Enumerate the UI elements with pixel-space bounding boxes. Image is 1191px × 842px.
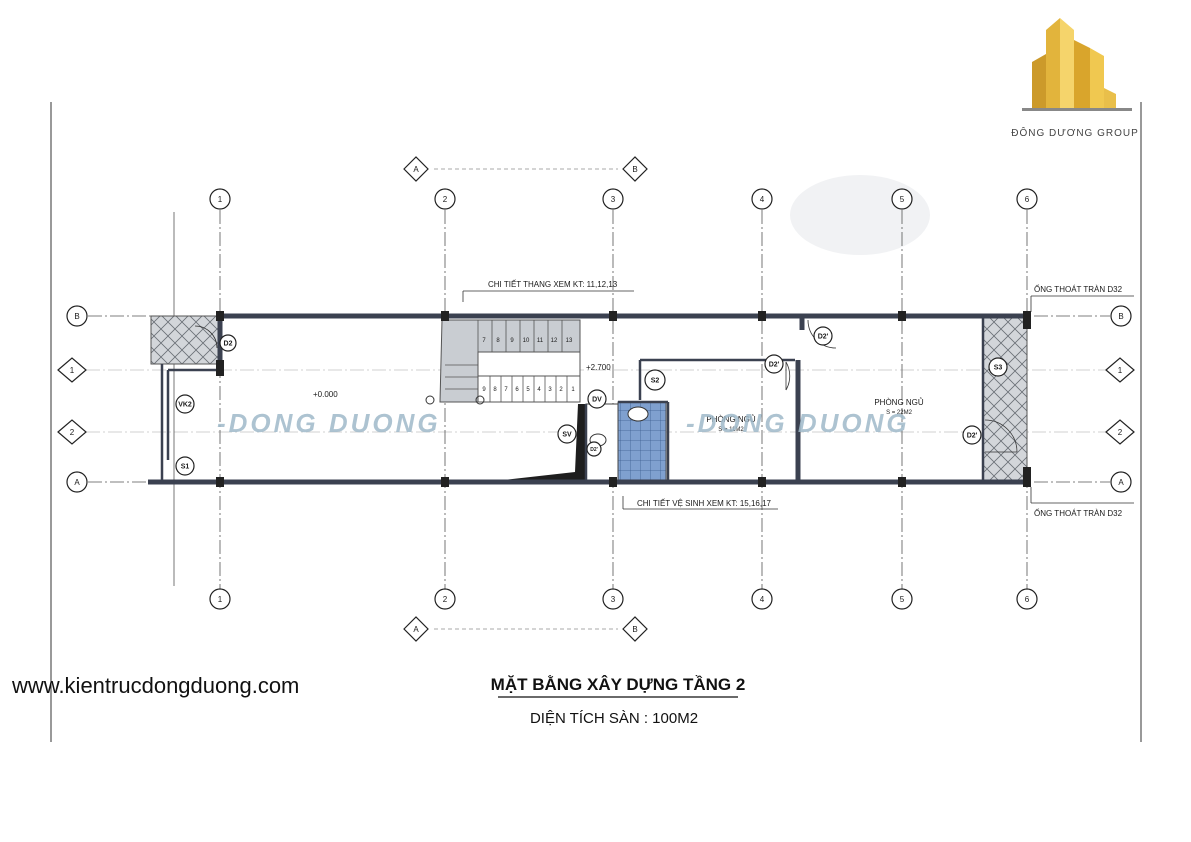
- stair-step-number: 3: [548, 387, 552, 393]
- svg-text:D2': D2': [818, 334, 829, 341]
- room-area-bedroom-1: S = 11M2: [718, 427, 744, 433]
- scan-smudge: [790, 175, 930, 255]
- grid-col-label: 4: [760, 195, 765, 204]
- stair-step-number: 8: [493, 387, 497, 393]
- stair-step-number: 4: [537, 387, 541, 393]
- right-balcony-hatch: [982, 315, 1028, 483]
- stair-step-number: 1: [571, 387, 575, 393]
- grid-col-label: 3: [611, 595, 616, 604]
- landing-level: +2.700: [586, 363, 611, 372]
- sink-icon: [627, 406, 649, 422]
- svg-text:B: B: [632, 165, 637, 174]
- stair-detail-note: CHI TIẾT THANG XEM KT: 11,12,13: [488, 279, 618, 289]
- stair-step-number: 5: [526, 387, 530, 393]
- walls: [148, 313, 1030, 485]
- detail-notes: CHI TIẾT THANG XEM KT: 11,12,13 CHI TIẾT…: [462, 279, 1134, 518]
- row-bubbles-left: B A 1 2: [57, 305, 88, 493]
- drain-note-top: ỐNG THOÁT TRÀN D32: [1034, 284, 1123, 294]
- stair-step-number: 8: [496, 338, 500, 344]
- stair-step-number: 11: [537, 338, 544, 344]
- grid-col-label: 2: [443, 195, 448, 204]
- grid-row-label: A: [74, 478, 80, 487]
- svg-text:A: A: [413, 165, 419, 174]
- dong-duong-logo: ĐÔNG DƯƠNG GROUP: [1011, 18, 1139, 139]
- stair-step-number: 10: [523, 338, 530, 344]
- stair-step-number: 13: [566, 338, 573, 344]
- staircase: 7 8 9 10 11 12 13 9 8 7 6 5 4 3 2 1: [425, 319, 581, 405]
- grid-row-label: 1: [70, 366, 75, 375]
- grid-col-label: 6: [1025, 195, 1030, 204]
- wc-detail-note: CHI TIẾT VỆ SINH XEM KT: 15,16,17: [637, 498, 772, 508]
- grid-row-label: B: [1118, 312, 1123, 321]
- watermark-left: -DONG DUONG: [217, 408, 441, 438]
- grid-row-label: A: [1118, 478, 1124, 487]
- grid-row-label: B: [74, 312, 79, 321]
- column-bubbles-top: 1 2 3 4 5 6: [209, 188, 1038, 210]
- svg-text:DV: DV: [592, 397, 602, 404]
- svg-text:S1: S1: [181, 464, 190, 471]
- grid-col-label: 2: [443, 595, 448, 604]
- stair-void-triangle: [486, 404, 586, 482]
- svg-text:VK2: VK2: [178, 402, 192, 409]
- grid-row-label: 2: [1118, 428, 1123, 437]
- stair-step-number: 6: [515, 387, 519, 393]
- floor-level: +0.000: [313, 390, 338, 399]
- drain-note-bottom: ỐNG THOÁT TRÀN D32: [1034, 508, 1123, 518]
- stair-step-number: 9: [482, 387, 486, 393]
- svg-text:A: A: [413, 625, 419, 634]
- room-name-bedroom-1: PHÒNG NGỦ: [706, 415, 756, 424]
- grid-row-label: 1: [1118, 366, 1123, 375]
- left-planter-hatch: [150, 315, 220, 365]
- stair-step-number: 9: [510, 338, 514, 344]
- logo-text: ĐÔNG DƯƠNG GROUP: [1011, 126, 1139, 139]
- drawing-title: MẶT BẰNG XÂY DỰNG TẦNG 2: [491, 675, 746, 694]
- room-name-bedroom-2: PHÒNG NGỦ: [874, 398, 924, 407]
- watermark-right: -DONG DUONG: [686, 408, 910, 438]
- row-bubbles-right: B A 1 2: [1105, 305, 1135, 493]
- svg-text:D2: D2: [224, 341, 233, 348]
- stair-step-number: 2: [559, 387, 563, 393]
- svg-text:D2': D2': [590, 447, 598, 453]
- grid-col-label: 1: [218, 195, 223, 204]
- svg-text:D2': D2': [769, 362, 780, 369]
- stair-step-number: 7: [504, 387, 508, 393]
- grid-col-label: 5: [900, 595, 905, 604]
- stair-step-number: 12: [551, 338, 558, 344]
- element-tags: D2 VK2 S1 S2 S3 DV SV D2' D2' D2' D2': [175, 326, 1008, 476]
- grid-col-label: 4: [760, 595, 765, 604]
- svg-text:SV: SV: [562, 432, 572, 439]
- section-markers: A B A B: [403, 156, 648, 642]
- grid-row-label: 2: [70, 428, 75, 437]
- grid-col-label: 6: [1025, 595, 1030, 604]
- svg-text:S3: S3: [994, 365, 1003, 372]
- svg-text:D2': D2': [967, 433, 978, 440]
- website-url: www.kientrucdongduong.com: [11, 673, 299, 698]
- svg-text:S2: S2: [651, 378, 660, 385]
- stair-step-number: 7: [482, 338, 486, 344]
- structural-columns: [216, 311, 1031, 487]
- svg-text:B: B: [632, 625, 637, 634]
- grid-col-label: 1: [218, 595, 223, 604]
- room-area-bedroom-2: S = 22M2: [886, 410, 913, 416]
- column-bubbles-bottom: 1 2 3 4 5 6: [209, 588, 1038, 610]
- grid-col-label: 5: [900, 195, 905, 204]
- drawing-subtitle: DIỆN TÍCH SÀN : 100M2: [530, 710, 698, 727]
- grid-col-label: 3: [611, 195, 616, 204]
